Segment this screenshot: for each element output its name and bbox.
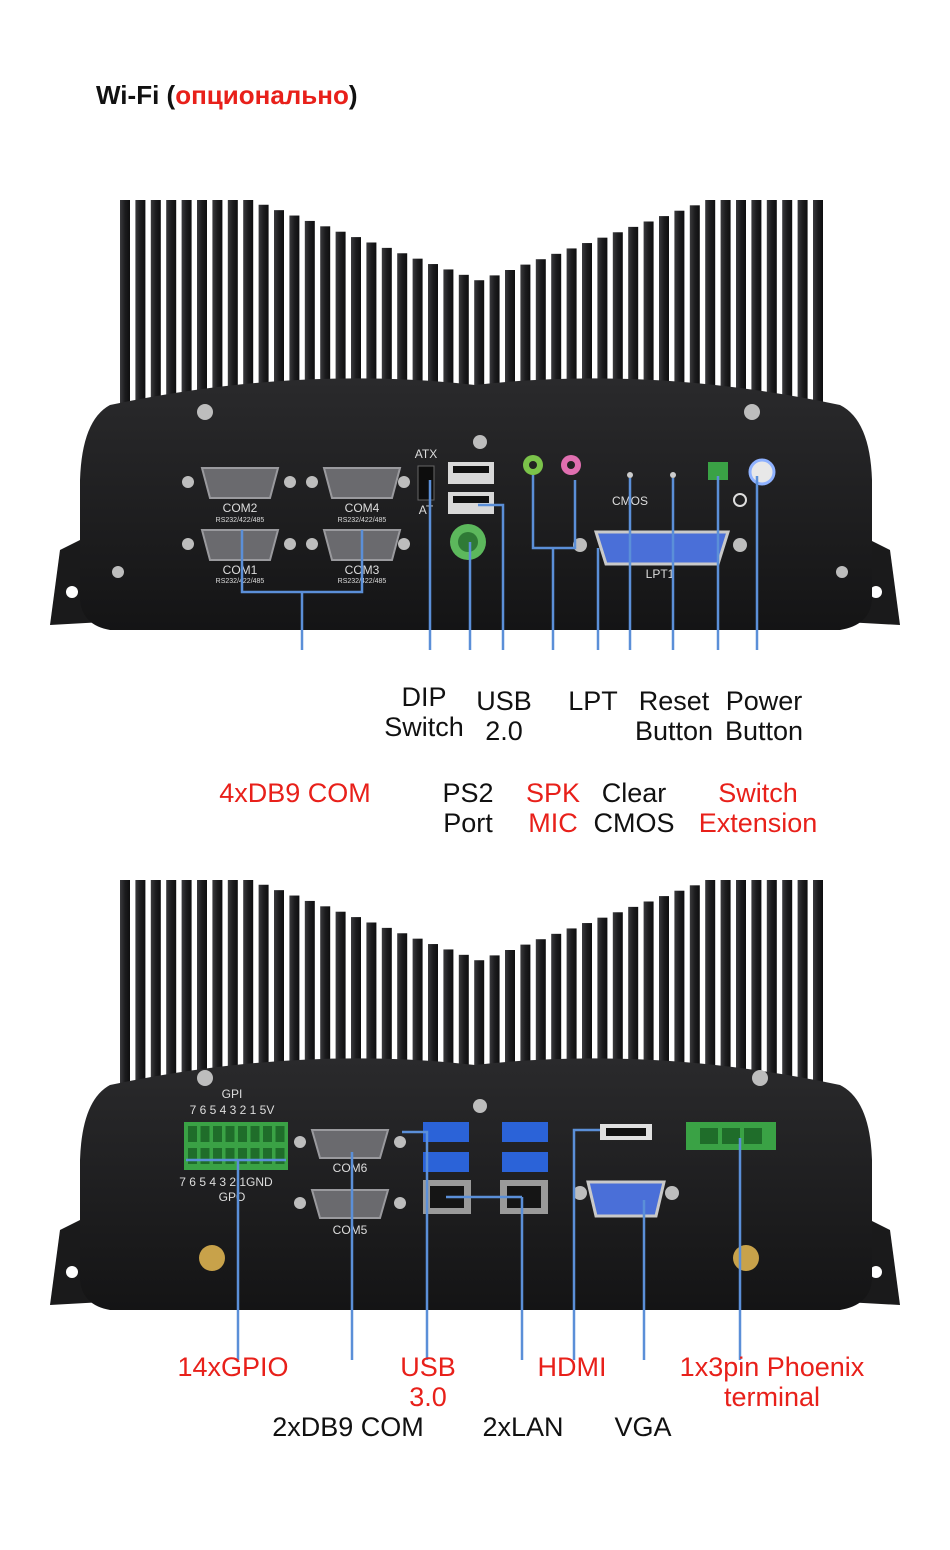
power-button (748, 458, 776, 486)
heatsink-fins (120, 200, 823, 410)
label-2xlan: 2xLAN (482, 1412, 564, 1442)
svg-text:COM6: COM6 (333, 1161, 368, 1175)
power-icon (733, 493, 747, 507)
page-title: Wi-Fi (опционально) (96, 80, 358, 110)
vga-port (586, 1180, 666, 1218)
label-4xdb9-com: 4xDB9 COM (219, 778, 371, 808)
clear-cmos-button (627, 472, 633, 478)
svg-text:AT: AT (419, 503, 434, 517)
svg-text:LPT1: LPT1 (646, 567, 675, 581)
antenna-connector-icon (733, 1245, 759, 1271)
label-hdmi: HDMI (537, 1352, 607, 1382)
usb3-port (502, 1152, 548, 1172)
svg-text:RS232/422/485: RS232/422/485 (216, 517, 265, 524)
svg-text:ATX: ATX (415, 447, 437, 461)
bracket-hole-icon (870, 586, 882, 598)
bracket-hole-icon (66, 586, 78, 598)
svg-text:COM4: COM4 (345, 501, 380, 515)
reset-button (670, 472, 676, 478)
svg-text:COM5: COM5 (333, 1223, 368, 1237)
lpt-port (593, 530, 731, 566)
usb3-port (423, 1152, 469, 1172)
front-panel (80, 1058, 872, 1310)
heatsink-fins (120, 880, 823, 1090)
gpio-terminal (184, 1122, 288, 1170)
antenna-connector-icon (199, 1245, 225, 1271)
svg-text:GPO: GPO (219, 1190, 246, 1204)
optional-note: опционально (175, 80, 349, 110)
bracket-hole-icon (870, 1266, 882, 1278)
bracket-hole-icon (66, 1266, 78, 1278)
svg-text:RS232/422/485: RS232/422/485 (338, 517, 387, 524)
switch-extension-connector (708, 462, 728, 480)
dip-switch (417, 465, 435, 501)
svg-text:GPI: GPI (222, 1087, 243, 1101)
svg-text:7 6 5 4 3 2 1GND: 7 6 5 4 3 2 1GND (179, 1175, 273, 1189)
bottom-device-image: GPI 7 6 5 4 3 2 1 5V 7 6 5 4 3 2 1GND GP… (50, 880, 900, 1360)
svg-text:RS232/422/485: RS232/422/485 (216, 578, 265, 585)
svg-text:COM1: COM1 (223, 563, 258, 577)
usb3-port (502, 1122, 548, 1142)
top-device-image: COM2 COM4 COM1 COM3 RS232/422/485 RS232/… (50, 200, 900, 650)
svg-text:7 6 5 4 3 2 1 5V: 7 6 5 4 3 2 1 5V (190, 1103, 275, 1117)
label-2xdb9-com: 2xDB9 COM (272, 1412, 424, 1442)
label-14xgpio: 14xGPIO (177, 1352, 289, 1382)
label-vga: VGA (614, 1412, 672, 1442)
label-lpt: LPT (568, 686, 618, 716)
usb3-port (423, 1122, 469, 1142)
svg-text:COM2: COM2 (223, 501, 258, 515)
